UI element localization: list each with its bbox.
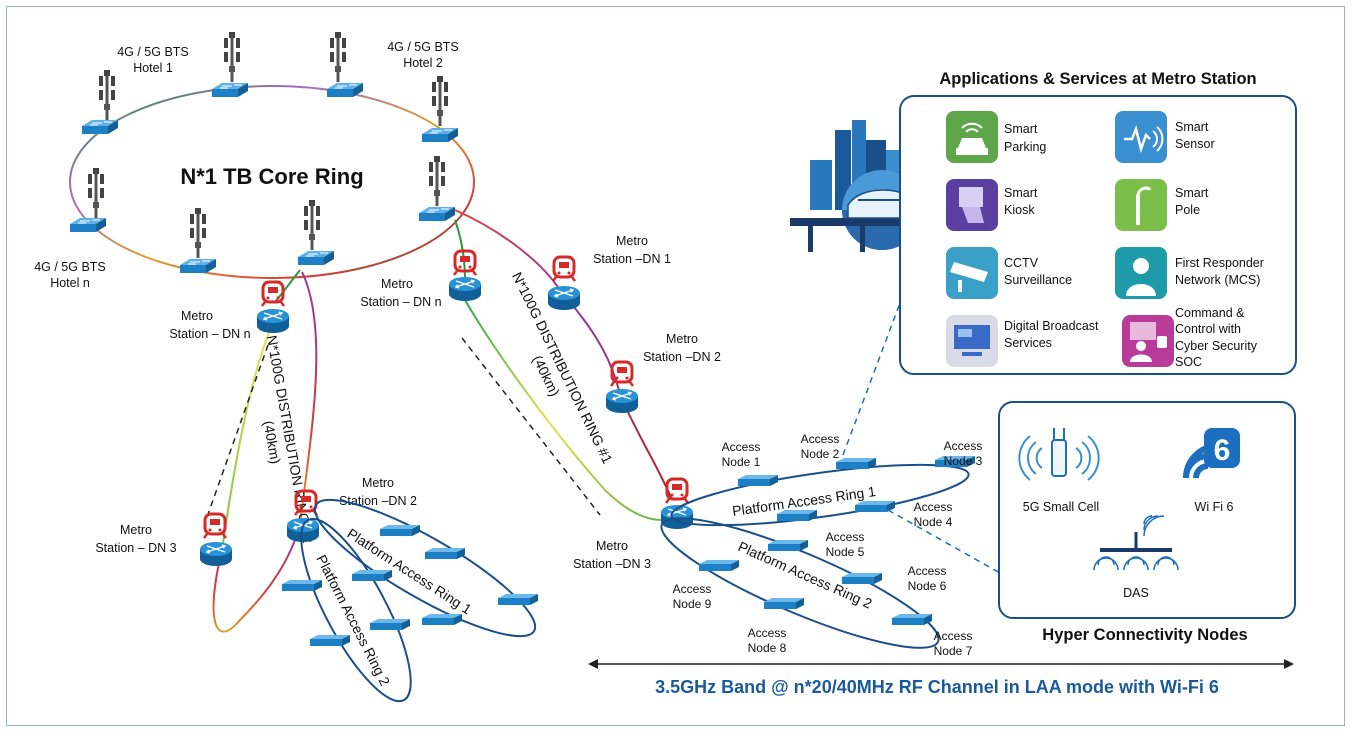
applications-panel	[899, 95, 1297, 375]
core-ring-title: N*1 TB Core Ring	[180, 164, 363, 189]
das-label: DAS	[1123, 586, 1149, 600]
street-pole-icon	[1115, 179, 1167, 231]
svg-text:6: 6	[1214, 434, 1231, 467]
right-platform-access-rings	[660, 456, 975, 649]
footer-caption: 3.5GHz Band @ n*20/40MHz RF Channel in L…	[655, 677, 1219, 697]
distribution-ring-1-lines	[454, 209, 673, 521]
footer-arrow	[588, 659, 1294, 669]
hyper-connectivity-title: Hyper Connectivity Nodes	[1042, 626, 1247, 644]
sensor-wave-icon	[1115, 111, 1167, 163]
diagram-frame	[6, 6, 1345, 726]
small-cell-label: 5G Small Cell	[1023, 500, 1099, 514]
small-cell-icon	[1018, 428, 1100, 481]
das-antenna-icon	[1093, 515, 1179, 571]
left-platform-access-rings	[282, 498, 538, 703]
core-ring-line	[69, 85, 475, 279]
applications-title: Applications & Services at Metro Station	[939, 70, 1256, 88]
wifi6-label: Wi Fi 6	[1195, 500, 1234, 514]
wifi6-icon: 6	[1183, 428, 1240, 479]
